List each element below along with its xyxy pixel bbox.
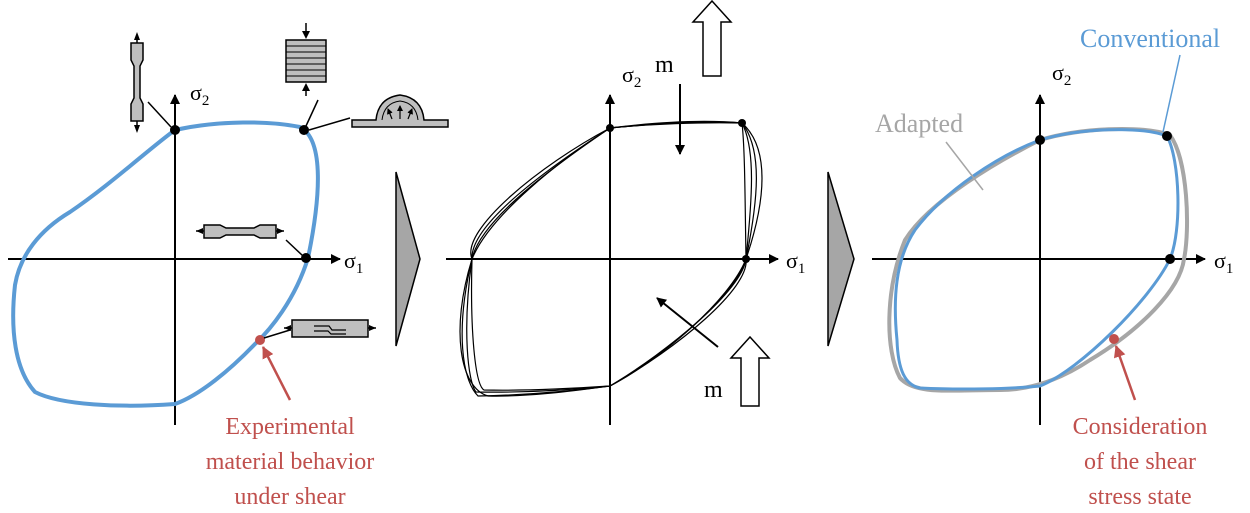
point-shear xyxy=(1109,334,1119,344)
m-label-top: m xyxy=(655,52,674,78)
sigma2-label: σ2 xyxy=(1052,60,1071,89)
annotation-line-1: Experimental xyxy=(225,414,355,440)
leader-biaxial-top xyxy=(305,99,319,127)
m-direction-arrow-bottom xyxy=(656,297,719,348)
right-panel: σ1 σ2 Conventional Adapted Consideration… xyxy=(872,24,1233,510)
yield-locus-curve xyxy=(11,120,320,408)
annotation-line-3: under shear xyxy=(234,484,345,510)
point-uniaxial-sigma2 xyxy=(606,124,614,132)
point-uniaxial-sigma2 xyxy=(1035,135,1045,145)
point-uniaxial-sigma1 xyxy=(301,253,311,263)
leader-shear xyxy=(263,329,291,339)
point-biaxial xyxy=(738,119,746,127)
leader-uniaxial-sigma1 xyxy=(285,239,304,257)
left-panel: σ1 σ2 xyxy=(8,23,449,510)
hollow-up-arrow-top-icon xyxy=(691,0,733,77)
adapted-yield-curve xyxy=(887,126,1190,393)
leader-conventional xyxy=(1162,54,1181,133)
point-uniaxial-sigma2 xyxy=(170,125,180,135)
sigma2-label: σ2 xyxy=(622,62,641,91)
stacked-compression-specimen-icon xyxy=(285,23,327,96)
shear-specimen-icon xyxy=(284,319,376,338)
annotation-line-2: of the shear xyxy=(1084,449,1196,475)
leader-uniaxial-sigma2 xyxy=(147,101,172,128)
point-shear xyxy=(255,335,265,345)
point-biaxial xyxy=(299,125,309,135)
leader-biaxial-right xyxy=(308,117,351,131)
sigma1-label: σ1 xyxy=(786,248,805,277)
shear-annotation-arrow xyxy=(261,346,292,401)
conventional-yield-curve xyxy=(893,128,1180,391)
annotation-line-2: material behavior xyxy=(206,449,375,475)
leader-adapted xyxy=(945,141,984,191)
point-biaxial xyxy=(1162,131,1172,141)
transition-arrow-right xyxy=(827,171,855,347)
legend-adapted: Adapted xyxy=(875,109,963,138)
sigma1-label: σ1 xyxy=(1214,248,1233,277)
sigma1-label: σ1 xyxy=(344,248,363,277)
annotation-line-1: Consideration xyxy=(1073,414,1208,440)
hollow-up-arrow-bottom-icon xyxy=(729,335,771,407)
sigma2-label: σ2 xyxy=(190,80,209,109)
legend-conventional: Conventional xyxy=(1080,24,1220,53)
point-uniaxial-sigma1 xyxy=(1165,254,1175,264)
transition-arrow-left xyxy=(395,171,421,347)
bulge-test-icon xyxy=(351,94,449,128)
shear-annotation-arrow xyxy=(1113,345,1137,401)
middle-panel: σ1 σ2 m m xyxy=(446,0,805,425)
tensile-specimen-vertical-icon xyxy=(130,32,144,133)
annotation-line-3: stress state xyxy=(1088,484,1191,510)
m-label-bottom: m xyxy=(704,377,723,403)
yield-curve-m-high xyxy=(470,121,757,391)
tensile-specimen-horizontal-icon xyxy=(196,224,284,239)
point-uniaxial-sigma1 xyxy=(742,255,750,263)
